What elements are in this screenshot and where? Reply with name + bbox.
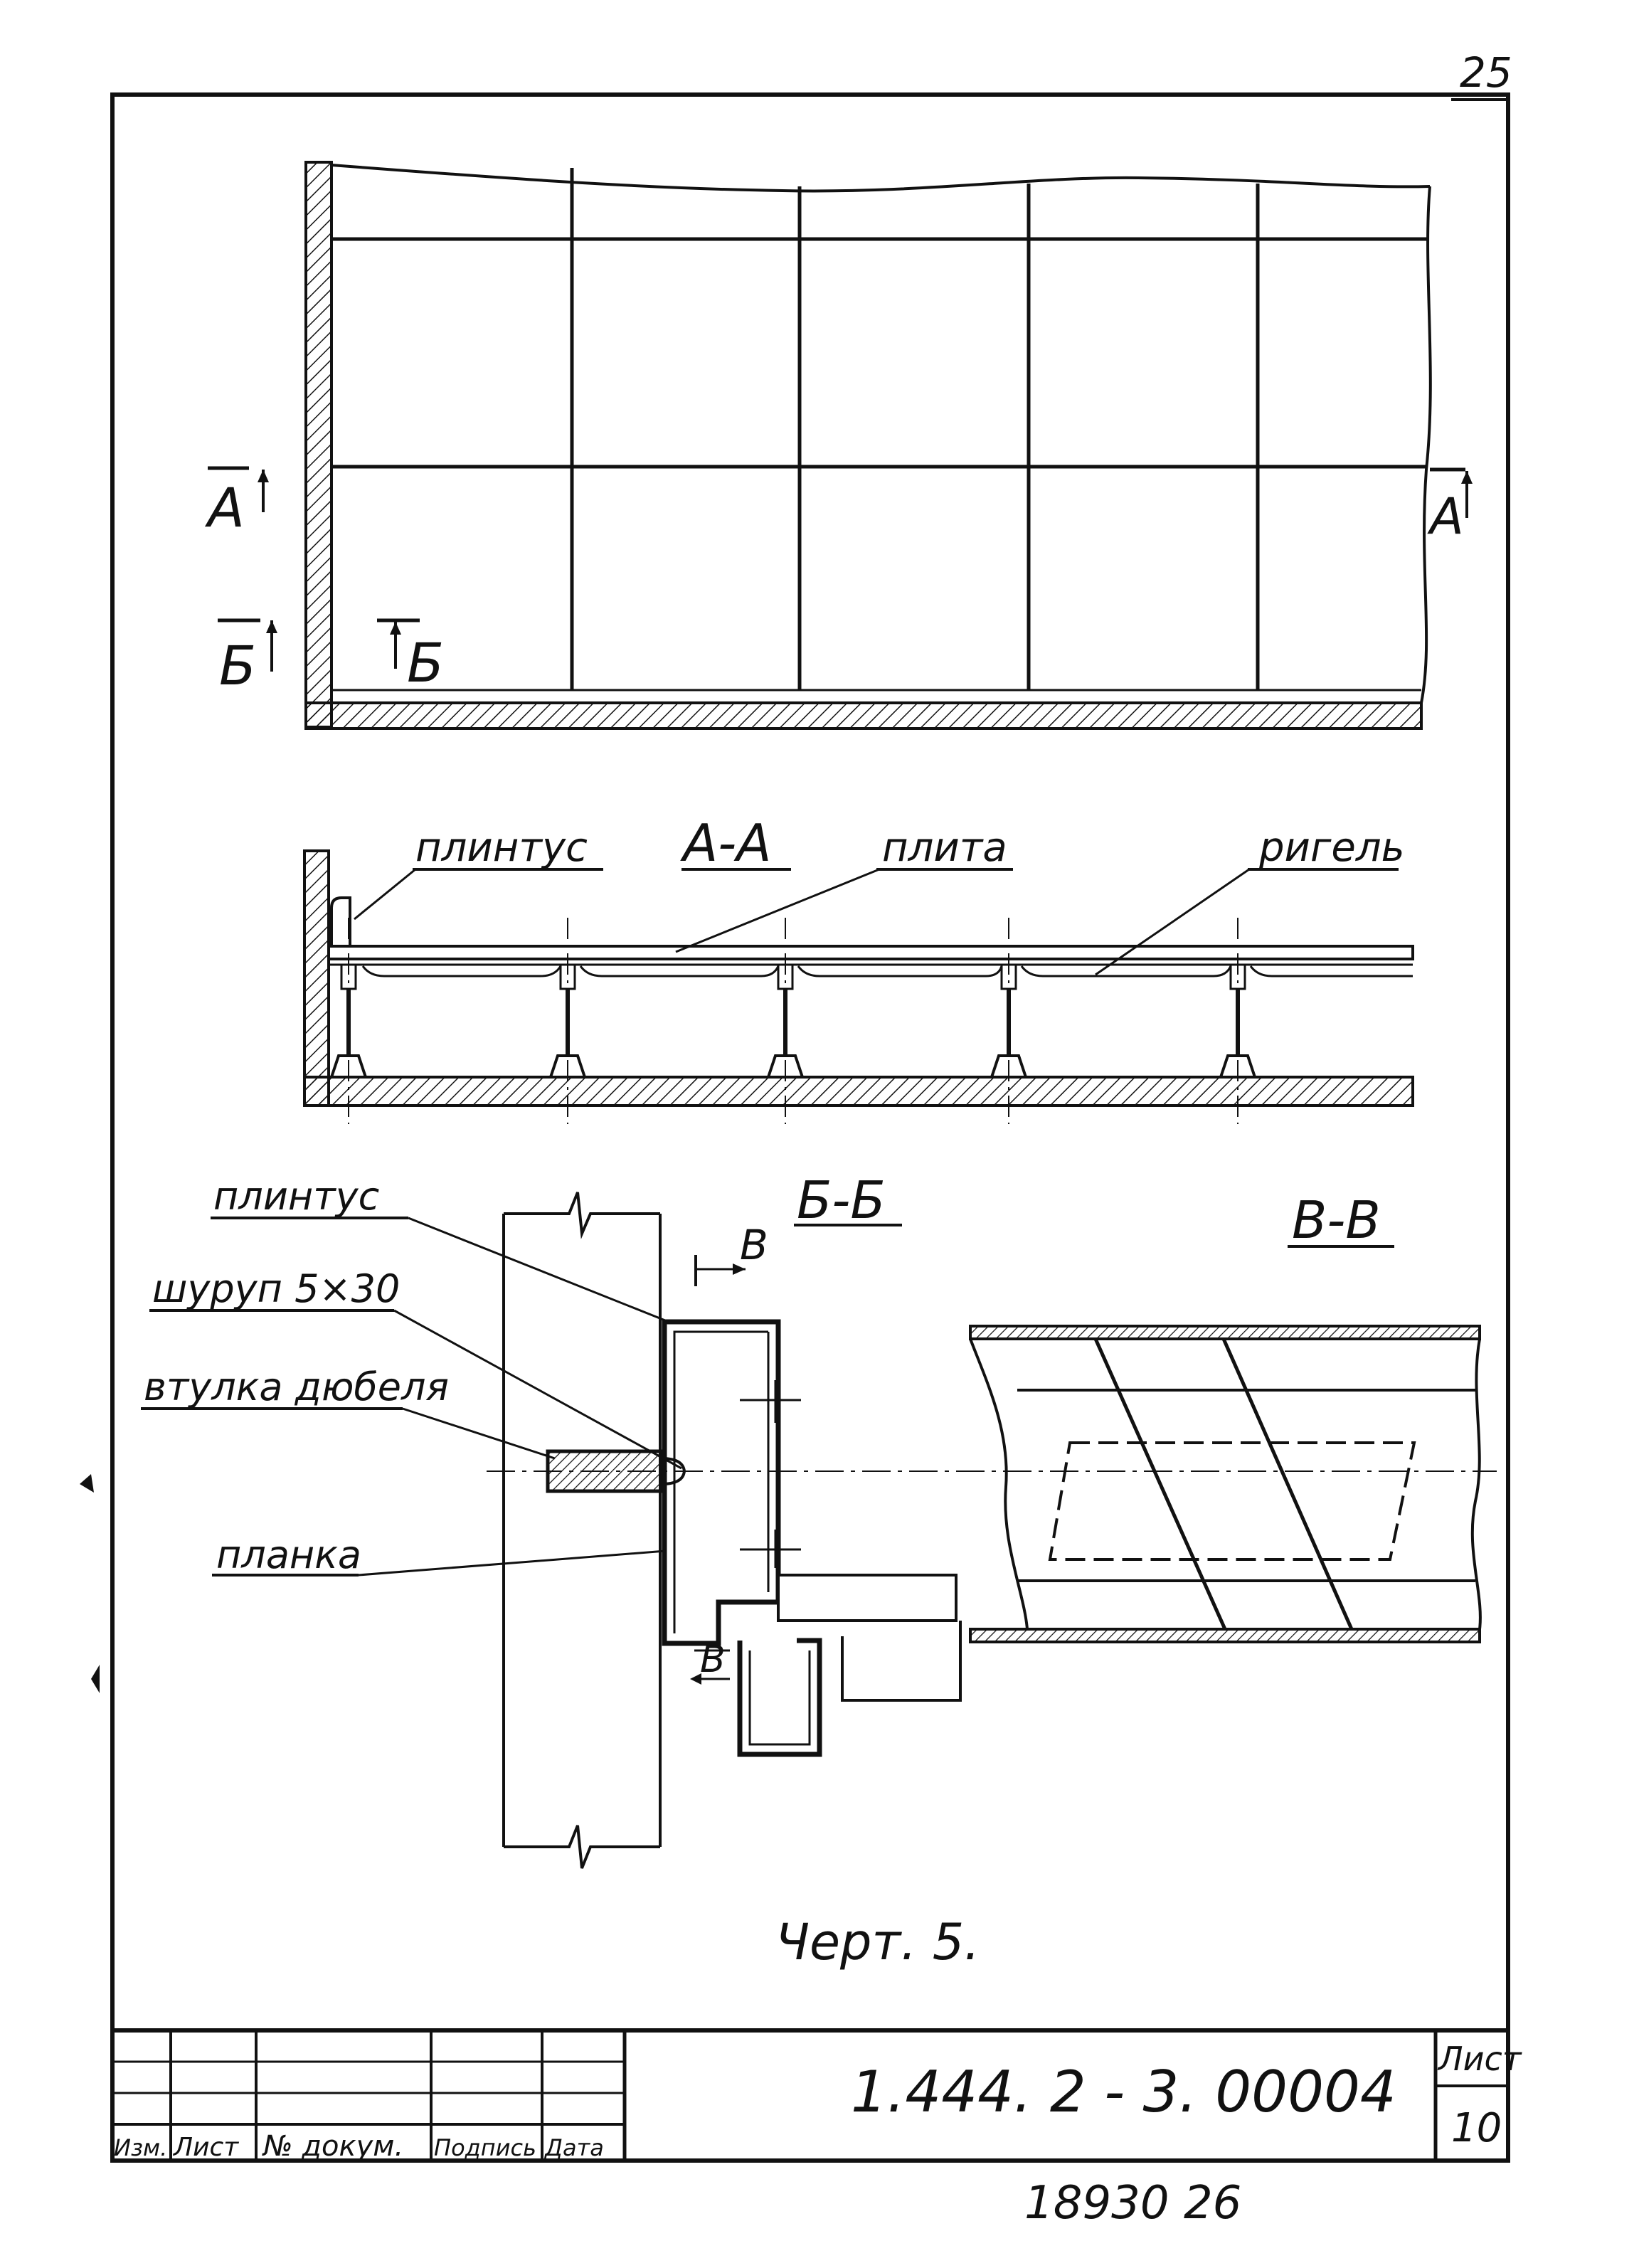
cut-b-left-label: Б xyxy=(219,634,256,697)
bb-label-plinth: плинтус xyxy=(213,1174,379,1219)
sheet-frame xyxy=(110,92,1510,2163)
title-block: Изм. Лист № докум. Подпись Дата 1.444. 2… xyxy=(112,2028,1522,2163)
section-bb-title: Б-Б xyxy=(797,1170,886,1230)
plan-view: А А Б Б xyxy=(204,161,1473,730)
plan-wall-left xyxy=(304,161,333,728)
section-vv: В-В xyxy=(969,1190,1482,1643)
section-aa-title: А-А xyxy=(680,813,772,873)
cut-b-right-label: Б xyxy=(407,631,444,694)
tb-col-change: Изм. xyxy=(114,2134,167,2161)
bb-label-strip: планка xyxy=(216,1532,361,1577)
document-code: 1.444. 2 - 3. 00004 xyxy=(851,2059,1396,2125)
tb-col-sheet: Лист xyxy=(172,2133,239,2162)
tb-col-doc: № докум. xyxy=(262,2130,403,2163)
cut-v-top-label: В xyxy=(740,1221,768,1269)
aa-label-beam: ригель xyxy=(1258,825,1405,871)
section-bb: Б-Б В В плинтус xyxy=(141,1170,1497,1869)
sheet-number: 10 xyxy=(1451,2105,1502,2151)
section-vv-title: В-В xyxy=(1292,1190,1381,1250)
binding-mark-bottom xyxy=(91,1665,100,1693)
cut-v-bottom-label: В xyxy=(700,1638,726,1681)
bb-label-sleeve: втулка дюбеля xyxy=(144,1364,449,1409)
pedestals xyxy=(329,918,1257,1124)
tb-col-date: Дата xyxy=(543,2134,604,2161)
drawing-caption: Черт. 5. xyxy=(775,1913,980,1971)
plan-wall-bottom xyxy=(304,701,1423,730)
tb-col-signature: Подпись xyxy=(434,2134,536,2161)
cut-a-left-label: А xyxy=(204,476,245,539)
aa-label-plate: плита xyxy=(882,825,1007,871)
cut-a-right-label: А xyxy=(1427,487,1464,546)
binding-mark-top xyxy=(80,1474,94,1493)
archive-number: 18930 26 xyxy=(1024,2177,1241,2230)
section-aa: А-А xyxy=(303,813,1414,1124)
aa-label-plinth: плинтус xyxy=(415,825,588,871)
bb-label-screw: шуруп 5×30 xyxy=(152,1266,400,1311)
sheet-label: Лист xyxy=(1437,2040,1522,2078)
page-number: 25 xyxy=(1460,48,1512,97)
